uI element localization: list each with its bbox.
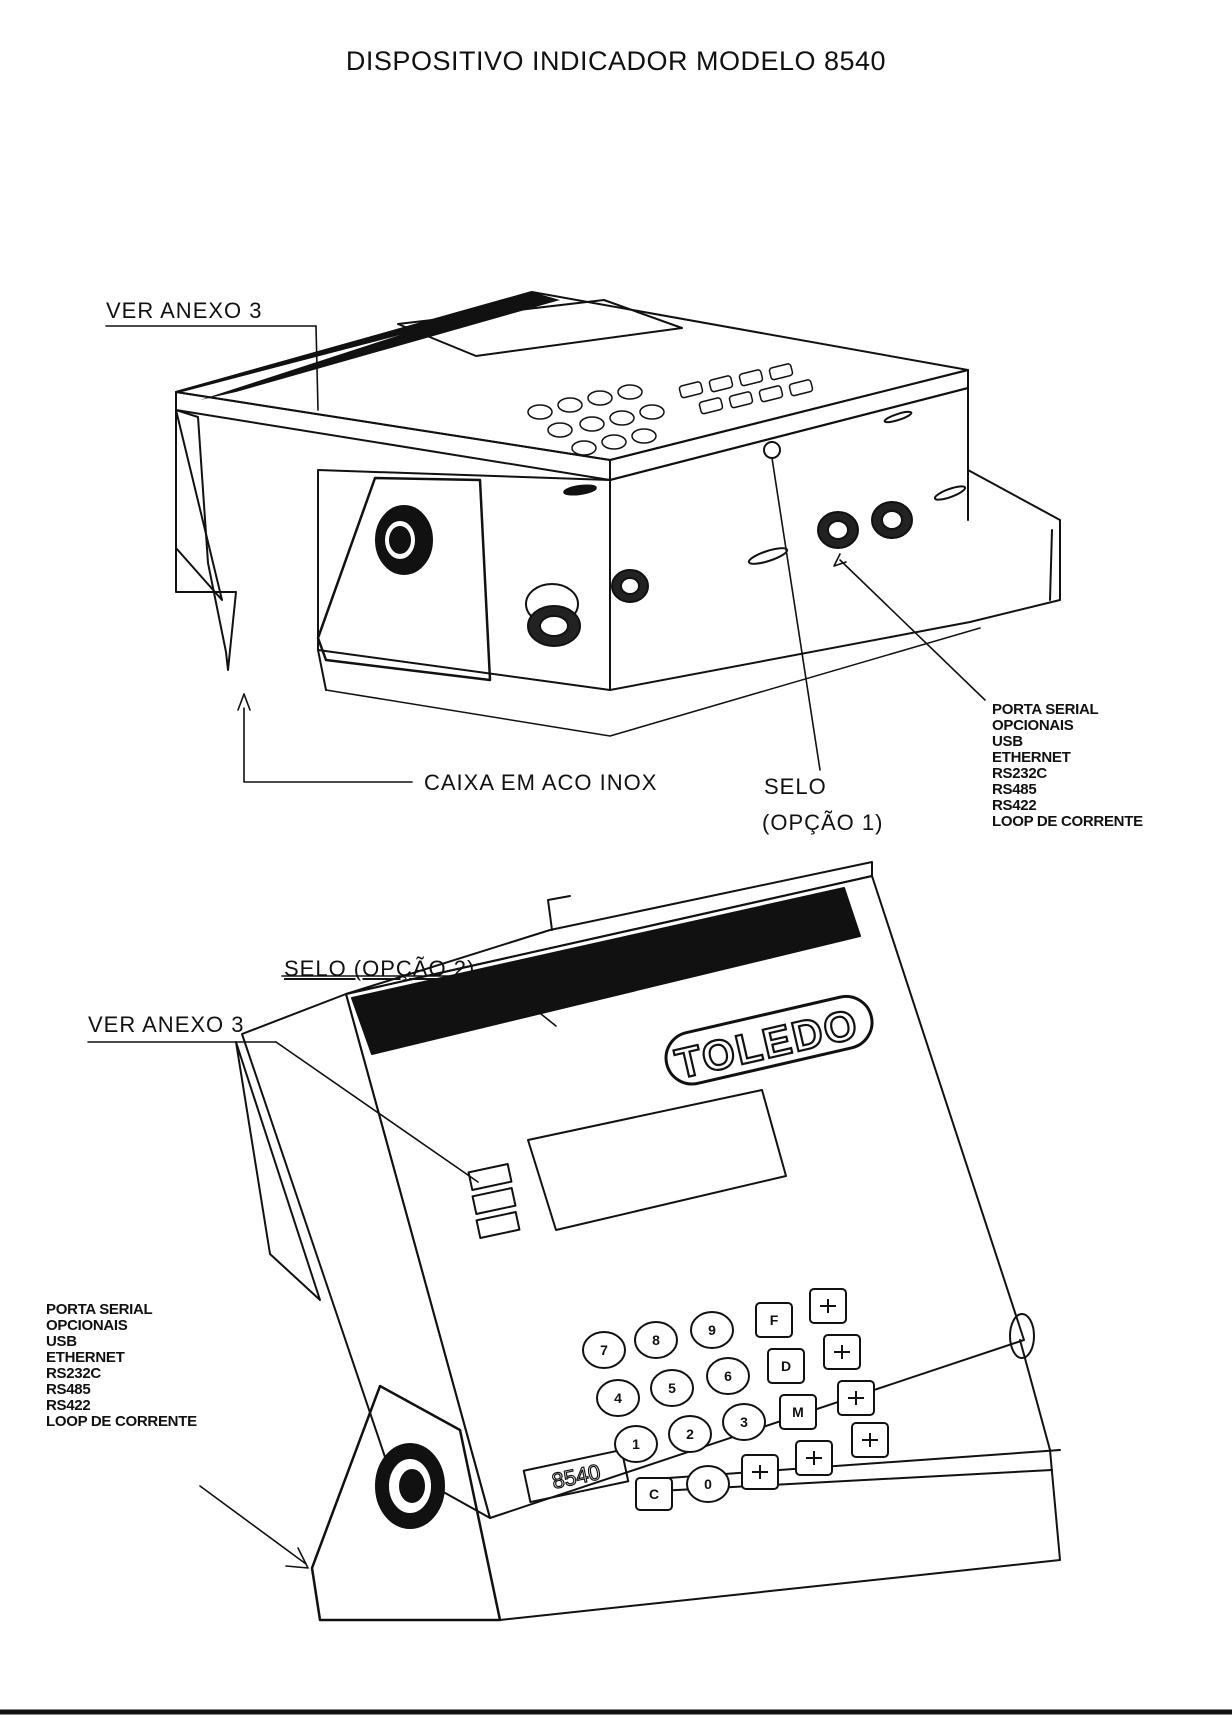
key-7 bbox=[582, 1331, 626, 1369]
key-label: 6 bbox=[724, 1368, 732, 1384]
key-9 bbox=[690, 1311, 734, 1349]
top-device-keypad bbox=[527, 363, 814, 456]
key-4 bbox=[596, 1379, 640, 1417]
port-item: RS485 bbox=[992, 781, 1037, 798]
key-d bbox=[767, 1348, 805, 1384]
key-glyph-icon bbox=[752, 1465, 768, 1479]
key-glyph-icon bbox=[806, 1451, 822, 1465]
key-label: F bbox=[770, 1312, 779, 1328]
port-item: RS232C bbox=[992, 765, 1047, 782]
key-label: D bbox=[781, 1358, 791, 1374]
port-item: LOOP DE CORRENTE bbox=[46, 1413, 197, 1430]
key-3 bbox=[722, 1403, 766, 1441]
key-m bbox=[779, 1394, 817, 1430]
port-item: LOOP DE CORRENTE bbox=[992, 813, 1143, 830]
key-glyph-icon bbox=[862, 1433, 878, 1447]
key-5 bbox=[650, 1369, 694, 1407]
key-label: 3 bbox=[740, 1414, 748, 1430]
ver-anexo-top-label: VER ANEXO 3 bbox=[106, 298, 263, 323]
top-ports-list: PORTA SERIAL OPCIONAIS USB ETHERNET RS23… bbox=[992, 702, 1143, 830]
key-0 bbox=[686, 1465, 730, 1503]
key-label: C bbox=[649, 1486, 659, 1502]
key-label: 0 bbox=[704, 1476, 712, 1492]
port-item: PORTA SERIAL bbox=[992, 701, 1099, 718]
key-f bbox=[755, 1302, 793, 1338]
port-item: ETHERNET bbox=[992, 749, 1071, 766]
port-item: OPCIONAIS bbox=[46, 1317, 128, 1334]
port-item: RS485 bbox=[46, 1381, 91, 1398]
key-label: 9 bbox=[708, 1322, 716, 1338]
key-label: M bbox=[792, 1404, 804, 1420]
top-device-housing bbox=[175, 291, 1061, 737]
caixa-label: CAIXA EM ACO INOX bbox=[424, 770, 658, 795]
key-glyph-icon bbox=[834, 1345, 850, 1359]
key-8 bbox=[634, 1321, 678, 1359]
port-item: RS422 bbox=[46, 1397, 91, 1414]
selo-opcao2-label: SELO (OPÇÃO 2) bbox=[284, 956, 476, 981]
port-item: PORTA SERIAL bbox=[46, 1301, 153, 1318]
front-device-knob bbox=[375, 1443, 445, 1529]
key-label: 1 bbox=[632, 1436, 640, 1452]
top-view-leader-lines bbox=[105, 325, 986, 783]
front-ports-list: PORTA SERIAL OPCIONAIS USB ETHERNET RS23… bbox=[46, 1302, 197, 1430]
selo-opcao1-label: (OPÇÃO 1) bbox=[762, 810, 884, 835]
port-item: ETHERNET bbox=[46, 1349, 125, 1366]
port-item: RS232C bbox=[46, 1365, 101, 1382]
key-label: 8 bbox=[652, 1332, 660, 1348]
key-label: 2 bbox=[686, 1426, 694, 1442]
top-device-knob bbox=[375, 505, 433, 575]
ver-anexo-front-label: VER ANEXO 3 bbox=[88, 1012, 245, 1037]
selo-label: SELO bbox=[764, 774, 827, 799]
top-device-cable-glands bbox=[525, 501, 913, 647]
key-glyph-icon bbox=[820, 1299, 836, 1313]
port-item: USB bbox=[992, 733, 1023, 750]
key-clear bbox=[635, 1477, 673, 1511]
key-glyph-icon bbox=[848, 1391, 864, 1405]
front-device-keypad: 7 8 9 4 5 6 1 2 3C 0 F D M bbox=[582, 1288, 889, 1511]
key-1 bbox=[614, 1425, 658, 1463]
front-view-leader-lines bbox=[87, 975, 557, 1569]
key-6 bbox=[706, 1357, 750, 1395]
key-label: 5 bbox=[668, 1380, 676, 1396]
key-label: 4 bbox=[614, 1390, 622, 1406]
port-item: RS422 bbox=[992, 797, 1037, 814]
port-item: USB bbox=[46, 1333, 77, 1350]
port-item: OPCIONAIS bbox=[992, 717, 1074, 734]
key-2 bbox=[668, 1415, 712, 1453]
key-label: 7 bbox=[600, 1342, 608, 1358]
page-title: DISPOSITIVO INDICADOR MODELO 8540 bbox=[345, 46, 887, 76]
